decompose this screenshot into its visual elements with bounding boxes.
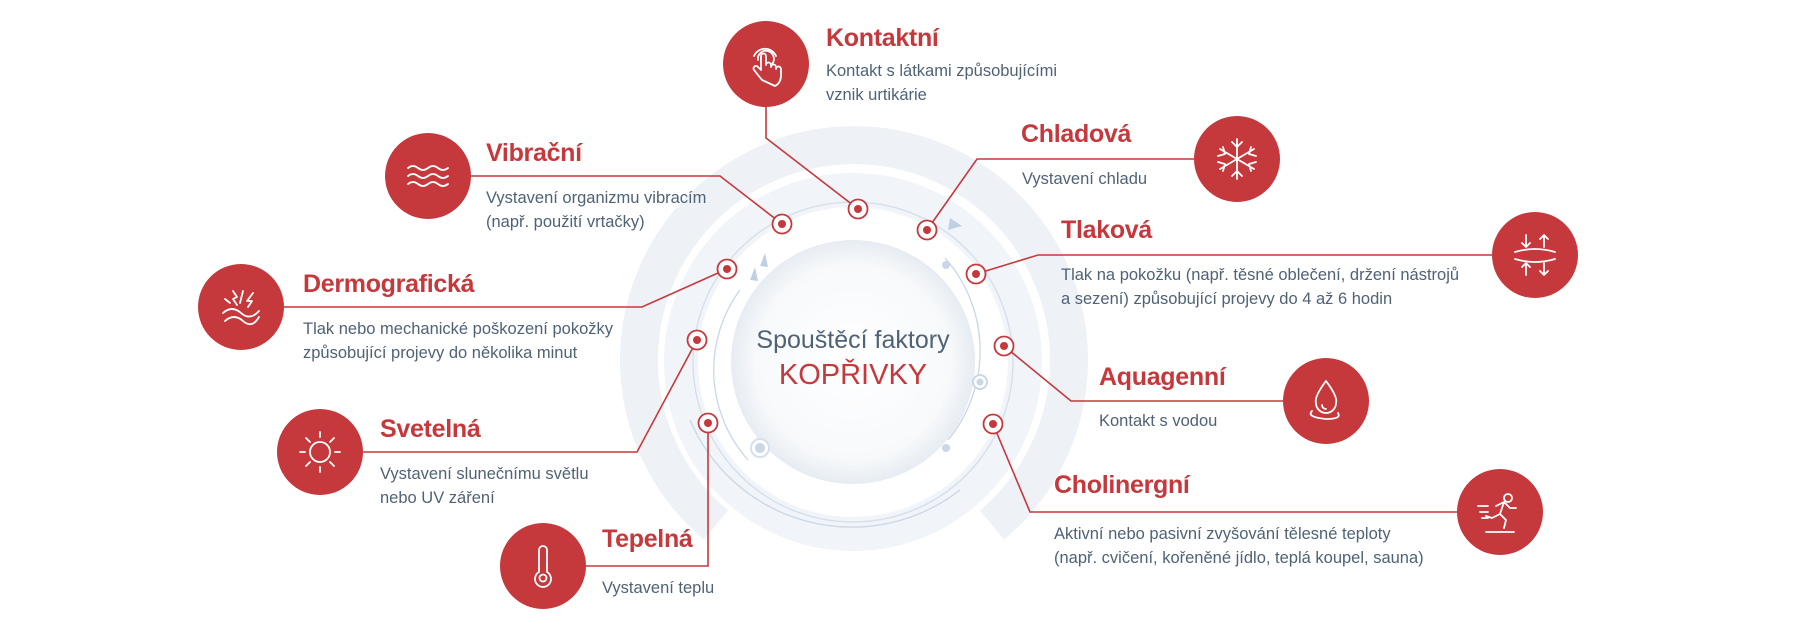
ring-node bbox=[942, 261, 950, 269]
factor-description: Vystavení chladu bbox=[1022, 170, 1148, 188]
factor-title: Kontaktní bbox=[826, 24, 939, 52]
connector-svetelna bbox=[363, 339, 698, 453]
factor-description: Aktivní nebo pasivní zvyšování tělesné t… bbox=[1054, 525, 1424, 567]
factor-title: Tlaková bbox=[1061, 216, 1153, 244]
arrow-head-icon bbox=[750, 267, 758, 281]
node-dot-cholinergni bbox=[989, 420, 997, 428]
node-dot-chladova bbox=[923, 226, 931, 234]
connector-chladova bbox=[926, 158, 1194, 231]
skin-scratch-icon-glyph bbox=[222, 290, 260, 326]
outer-ring bbox=[620, 126, 1088, 540]
node-dot-tepelna bbox=[704, 419, 712, 427]
sun-icon-glyph bbox=[299, 431, 341, 473]
factor-title: Svetelná bbox=[380, 415, 481, 443]
ring-node bbox=[976, 378, 984, 386]
node-dot-kontaktni bbox=[854, 205, 862, 213]
arrow-head-icon bbox=[760, 253, 768, 267]
water-drop-icon-glyph bbox=[1309, 380, 1340, 420]
arrow-head-icon bbox=[948, 218, 962, 230]
core-circle bbox=[731, 240, 975, 484]
node-dot-aquagenni bbox=[1000, 342, 1008, 350]
connector-nodes bbox=[686, 198, 1015, 435]
running-person-icon bbox=[1457, 469, 1543, 555]
icon-badge bbox=[500, 523, 586, 609]
skin-scratch-icon bbox=[198, 264, 284, 350]
icon-badge bbox=[1492, 212, 1578, 298]
pressure-arrows-icon-glyph bbox=[1514, 234, 1556, 276]
inner-arc-right bbox=[944, 257, 981, 441]
factor-description: Vystavení organizmu vibracím (např. použ… bbox=[486, 189, 707, 231]
icon-badge bbox=[198, 264, 284, 350]
factor-title: Cholinergní bbox=[1054, 471, 1190, 499]
middle-ring bbox=[664, 173, 1042, 551]
factor-description: Tlak nebo mechanické poškození pokožky z… bbox=[303, 320, 614, 362]
node-dot-dermograficka bbox=[723, 265, 731, 273]
snowflake-icon bbox=[1194, 116, 1280, 202]
factor-description: Vystavení teplu bbox=[602, 579, 715, 597]
factor-description: Kontakt s vodou bbox=[1099, 412, 1218, 430]
icon-badge bbox=[277, 409, 363, 495]
node-dot-tlakova bbox=[972, 270, 980, 278]
factor-title: Aquagenní bbox=[1099, 363, 1226, 391]
connector-kontaktni bbox=[765, 107, 859, 210]
node-dot-vibracni bbox=[778, 220, 786, 228]
factor-title: Dermografická bbox=[303, 270, 475, 298]
pressure-arrows-icon bbox=[1492, 212, 1578, 298]
waves-icon bbox=[385, 133, 471, 219]
factor-description: Tlak na pokožku (např. těsné oblečení, d… bbox=[1061, 266, 1460, 308]
ring-node bbox=[942, 444, 950, 452]
connector-lines bbox=[284, 107, 1492, 567]
icon-badge bbox=[1283, 358, 1369, 444]
connector-vibracni bbox=[471, 175, 783, 225]
factor-title: Chladová bbox=[1021, 120, 1132, 148]
factor-icons bbox=[198, 21, 1578, 609]
connector-aquagenni bbox=[1003, 345, 1283, 402]
center-subtitle: Spouštěcí faktory bbox=[756, 326, 950, 354]
hand-touch-icon bbox=[723, 21, 809, 107]
thermometer-icon-glyph bbox=[534, 545, 552, 588]
snowflake-icon-glyph bbox=[1217, 138, 1257, 180]
center-rings bbox=[620, 126, 1088, 551]
factor-title: Tepelná bbox=[602, 525, 693, 553]
connector-cholinergni bbox=[992, 423, 1457, 513]
factor-description: Vystavení slunečnímu světlu nebo UV záře… bbox=[380, 465, 589, 507]
ring-node bbox=[755, 443, 765, 453]
factor-description: Kontakt s látkami způsobujícími vznik ur… bbox=[826, 62, 1058, 104]
inner-arc-left bbox=[713, 289, 749, 461]
node-dot-svetelna bbox=[693, 336, 701, 344]
running-person-icon-glyph bbox=[1477, 493, 1517, 533]
hand-touch-icon-glyph bbox=[752, 47, 782, 87]
connector-tlakova bbox=[975, 254, 1492, 275]
center-title: KOPŘIVKY bbox=[778, 359, 928, 391]
waves-icon-glyph bbox=[407, 165, 449, 187]
thermometer-icon bbox=[500, 523, 586, 609]
water-drop-icon bbox=[1283, 358, 1369, 444]
sun-icon bbox=[277, 409, 363, 495]
connector-tepelna bbox=[586, 423, 709, 567]
connector-dermograficka bbox=[284, 268, 728, 308]
factor-title: Vibrační bbox=[486, 139, 582, 167]
lower-arc-line bbox=[689, 419, 961, 528]
center-label: Spouštěcí faktory KOPŘIVKY bbox=[723, 326, 983, 392]
